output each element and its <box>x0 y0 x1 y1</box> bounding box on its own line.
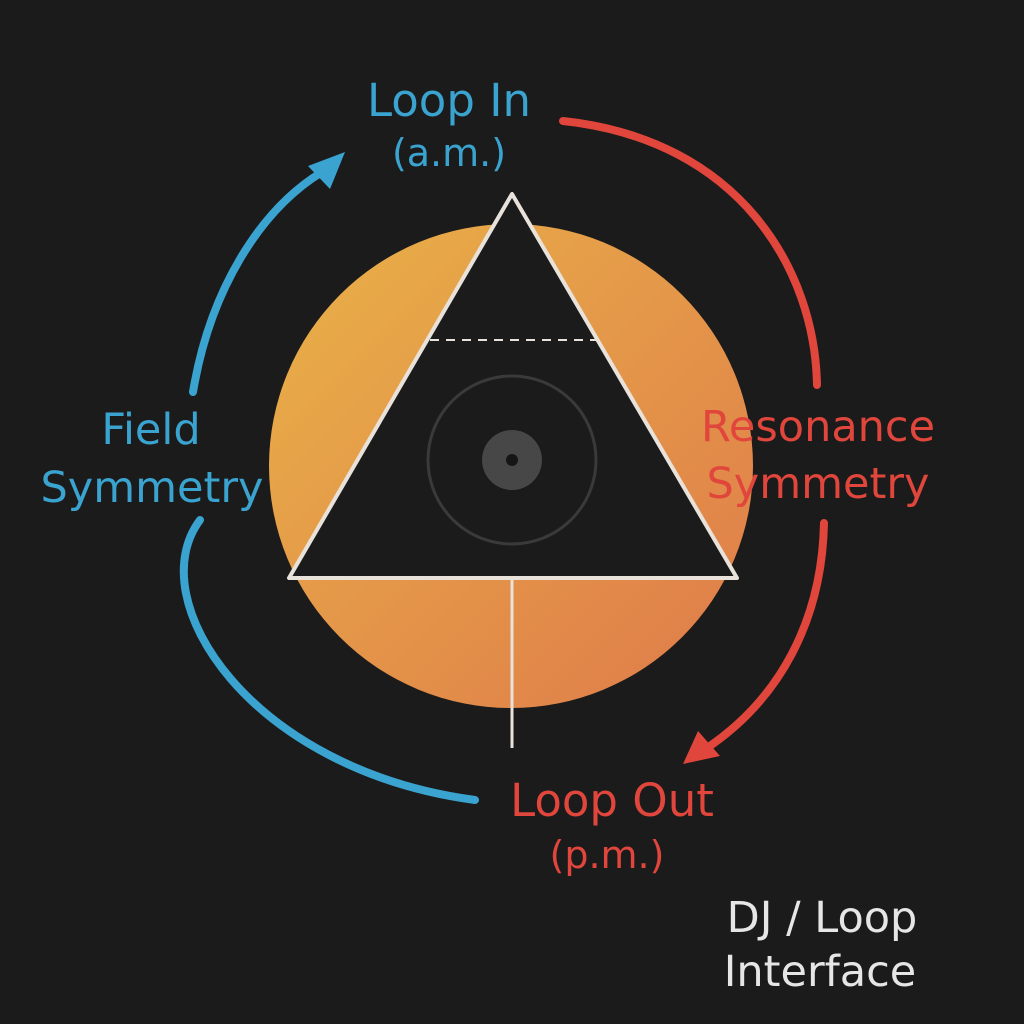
caption-line2: Interface <box>724 947 917 997</box>
field-arc-lower <box>179 516 479 804</box>
triangle <box>287 192 739 580</box>
field-symmetry-line2: Symmetry <box>41 463 264 513</box>
loop-out-title: Loop Out <box>510 774 714 827</box>
field-arc-upper <box>189 168 326 396</box>
record-icon <box>426 374 598 546</box>
field-symmetry-line1: Field <box>101 405 200 455</box>
resonance-arc-lower <box>700 519 828 754</box>
resonance-arc-upper <box>559 117 821 389</box>
loop-out-sub: (p.m.) <box>550 833 665 877</box>
arrow-head-icon <box>683 731 720 764</box>
resonance-symmetry-line2: Symmetry <box>707 459 930 509</box>
loop-in-title: Loop In <box>367 74 531 127</box>
arrow-head-icon <box>308 152 345 189</box>
loop-in-sub: (a.m.) <box>392 131 506 175</box>
caption-line1: DJ / Loop <box>727 893 918 943</box>
resonance-symmetry-line1: Resonance <box>701 402 935 452</box>
